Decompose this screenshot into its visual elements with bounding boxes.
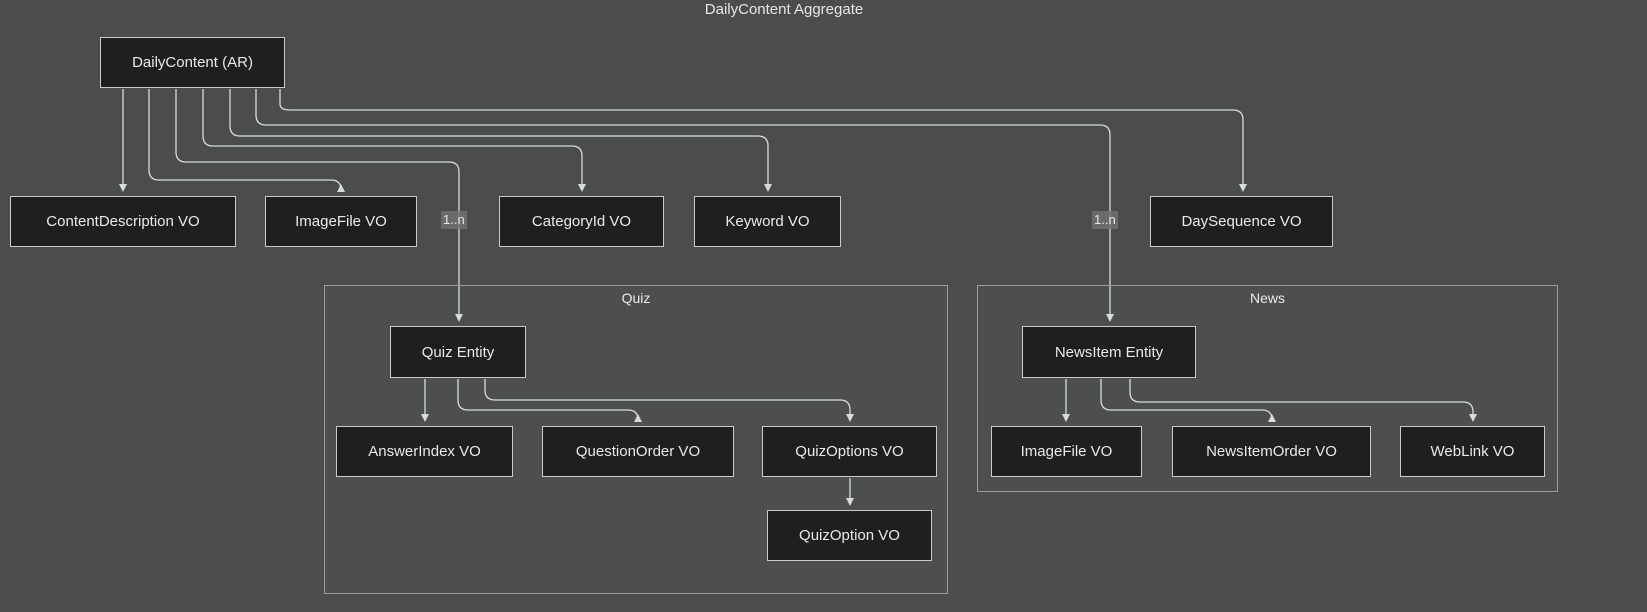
node-weblink-vo[interactable]: WebLink VO — [1400, 426, 1545, 477]
cluster-news-label: News — [1249, 290, 1285, 306]
node-categoryid-vo[interactable]: CategoryId VO — [499, 196, 664, 247]
node-imagefile-vo-daily[interactable]: ImageFile VO — [265, 196, 417, 247]
node-newsitem-entity[interactable]: NewsItem Entity — [1022, 326, 1196, 378]
edge-daily-categoryid — [202, 89, 586, 192]
edge-daily-daysequence — [279, 89, 1247, 192]
node-questionorder-vo[interactable]: QuestionOrder VO — [542, 426, 734, 477]
cluster-quiz-label: Quiz — [621, 290, 651, 306]
node-imagefile-vo-news[interactable]: ImageFile VO — [991, 426, 1142, 477]
node-answerindex-vo[interactable]: AnswerIndex VO — [336, 426, 513, 477]
node-contentdescription-vo[interactable]: ContentDescription VO — [10, 196, 236, 247]
edge-daily-keyword — [229, 89, 772, 192]
edge-label-news-multiplicity: 1..n — [1092, 211, 1118, 229]
cluster-quiz — [324, 285, 948, 594]
edge-label-quiz-multiplicity: 1..n — [441, 211, 467, 229]
node-quizoptions-vo[interactable]: QuizOptions VO — [762, 426, 937, 477]
node-keyword-vo[interactable]: Keyword VO — [694, 196, 841, 247]
node-newsitemorder-vo[interactable]: NewsItemOrder VO — [1172, 426, 1371, 477]
node-quiz-entity[interactable]: Quiz Entity — [390, 326, 526, 378]
node-dailycontent-ar[interactable]: DailyContent (AR) — [100, 37, 285, 88]
page-title: DailyContent Aggregate — [704, 1, 864, 18]
cluster-news — [977, 285, 1558, 492]
edge-daily-imagefile — [148, 89, 345, 192]
node-quizoption-vo[interactable]: QuizOption VO — [767, 510, 932, 561]
node-daysequence-vo[interactable]: DaySequence VO — [1150, 196, 1333, 247]
